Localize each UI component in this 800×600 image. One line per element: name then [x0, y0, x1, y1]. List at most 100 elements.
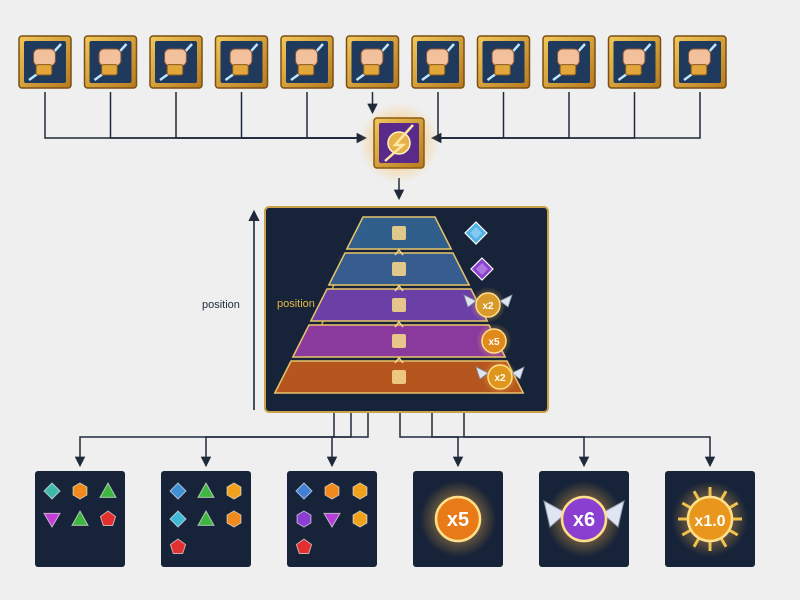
fist-icon [688, 48, 711, 67]
diamond-gem-icon [295, 482, 313, 500]
wrist-cuff-icon [166, 64, 184, 76]
pawn-icon [392, 370, 406, 384]
reward-gem [470, 257, 494, 281]
connector-line [326, 412, 369, 468]
gem-icon [464, 221, 488, 245]
top-icon-row [18, 35, 727, 89]
connector-line [109, 92, 365, 139]
sunburst-ray-icon [728, 528, 739, 537]
wing-left-icon [475, 366, 489, 380]
helmet-icon [392, 262, 406, 276]
sunburst-ray-icon [681, 501, 692, 510]
merged-fist-glowing-icon [387, 131, 411, 155]
badge-multiplier-text: x5 [447, 509, 469, 531]
triangle-gem-icon [197, 509, 215, 526]
output-card: x5 [413, 471, 503, 567]
fist-lightning-icon [149, 35, 203, 89]
fist-lightning-icon [345, 35, 400, 89]
badge-text: x5 [488, 337, 500, 348]
connector-line [44, 92, 365, 139]
hexagon-gem-icon [226, 482, 242, 500]
pentagon-gem-icon [295, 538, 313, 554]
connector-line [433, 92, 570, 139]
tier-icon-shape [392, 370, 406, 384]
sunburst-ray-icon [681, 528, 692, 537]
badge-multiplier-text: x6 [573, 509, 595, 531]
badge-icon [686, 495, 734, 543]
wrist-cuff-icon [559, 64, 577, 76]
wrist-cuff-icon [35, 64, 53, 76]
sunburst-ray-icon [728, 501, 739, 510]
connector-line [433, 92, 701, 139]
tier-icon-shape [392, 334, 406, 348]
pyramid-tier [273, 356, 525, 394]
triangle-gem-icon [197, 481, 215, 498]
fist-lightning-icon [607, 35, 662, 89]
wing-right-icon [499, 294, 513, 308]
fist-icon [33, 48, 56, 67]
triangle-gem-icon [99, 481, 117, 498]
hexagon-gem-icon [72, 482, 88, 500]
hexagon-gem-icon [352, 510, 368, 528]
wrist-cuff-icon [232, 64, 249, 76]
sunburst-ray-icon [719, 537, 728, 548]
connector-line [74, 412, 335, 468]
tower-icon [392, 334, 406, 348]
diamond-gem-icon [43, 482, 61, 500]
wrist-cuff-icon [625, 64, 642, 76]
fist-icon [295, 48, 318, 67]
gem-facet [470, 227, 482, 239]
diamond-gem-icon [169, 510, 187, 528]
fist-icon [98, 48, 122, 67]
fist-lightning-icon [18, 35, 72, 89]
inverted-triangle-gem-icon [43, 512, 61, 528]
tier-up-arrow [394, 284, 404, 292]
tier-icon-shape [392, 226, 406, 240]
merged-icon-node [359, 103, 439, 183]
sunburst-ray-icon [719, 490, 728, 501]
pyramid-tier [345, 216, 453, 250]
connector-line [433, 92, 505, 139]
badge-icon [475, 292, 501, 318]
hexagon-gem-icon [352, 482, 368, 500]
wrist-cuff-icon [428, 64, 446, 76]
wrist-cuff-icon [494, 64, 511, 76]
connector-line [433, 92, 636, 139]
output-card: x6 [539, 471, 629, 567]
pyramid-tier [327, 248, 471, 286]
hexagon-gem-icon [226, 510, 242, 528]
reward-gem [464, 221, 488, 245]
inverted-triangle-gem-icon [323, 512, 341, 528]
triangle-gem-icon [71, 509, 89, 526]
pentagon-gem-icon [169, 538, 187, 554]
fist-icon [229, 48, 253, 67]
pyramid-panel: x2 x5 x2 [264, 206, 549, 413]
hexagon-gem-icon [324, 482, 340, 500]
badge-icon [481, 328, 507, 354]
output-card [287, 471, 377, 567]
fist-lightning-icon [83, 35, 138, 89]
fist-icon [360, 48, 384, 67]
output-card: x1.0 [665, 471, 755, 567]
badge-icon [560, 495, 608, 543]
fist-lightning-icon [280, 35, 334, 89]
pentagon-gem-icon [99, 510, 117, 526]
fist-lightning-icon [214, 35, 269, 89]
connector-line [431, 412, 590, 468]
sunburst-ray-icon [692, 537, 701, 548]
connector-line [463, 412, 716, 468]
wrist-cuff-icon [363, 64, 380, 76]
connector-line [175, 92, 365, 139]
wing-left-icon [463, 294, 477, 308]
wing-right-icon [601, 500, 625, 528]
connector-line [200, 412, 352, 468]
tier-up-arrow [394, 248, 404, 256]
inner-position-label: position [277, 298, 315, 310]
reward-winged-badge: x2 [463, 287, 513, 323]
badge-text: x2 [494, 373, 506, 384]
sunburst-ray-icon [692, 490, 701, 501]
fist-lightning-icon [542, 35, 596, 89]
tier-icon-shape [392, 262, 406, 276]
badge-text: x2 [482, 301, 494, 312]
